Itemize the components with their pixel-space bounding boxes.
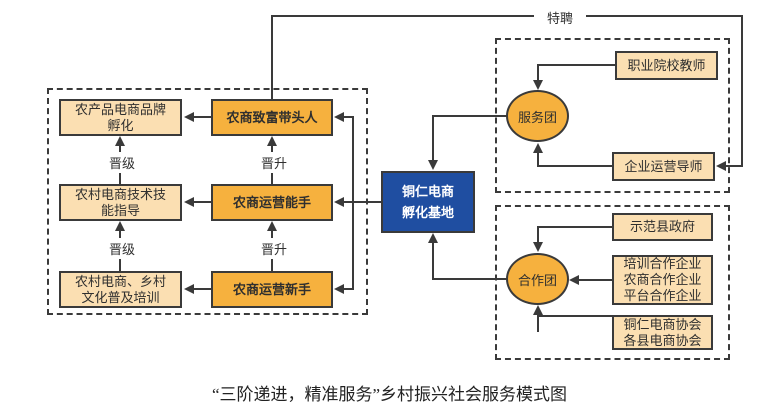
arrow-left-icon (569, 275, 579, 285)
connector-line (537, 315, 539, 332)
connector-line (537, 64, 539, 81)
node-stage-expert: 农商运营能手 (211, 184, 333, 221)
node-culture-training: 农村电商、乡村 文化普及培训 (59, 271, 182, 308)
node-stage-leader: 农商致富带头人 (211, 99, 333, 136)
hub-coop-team: 合作团 (506, 253, 569, 305)
connector-line (578, 279, 612, 281)
arrow-left-icon (184, 112, 194, 122)
hub-service-team: 服务团 (506, 90, 569, 142)
arrow-up-icon (267, 221, 277, 231)
node-enterprise-mentors: 企业运营导师 (612, 152, 715, 181)
arrow-left-icon (716, 161, 726, 171)
special-hire-label: 特聘 (534, 7, 586, 28)
node-stage-novice: 农商运营新手 (211, 271, 333, 308)
connector-line (432, 278, 508, 280)
arrow-down-icon (533, 242, 543, 252)
connector-line (433, 115, 507, 117)
arrow-left-icon (184, 197, 194, 207)
connector-line (344, 201, 382, 203)
arrow-up-icon (533, 305, 543, 315)
node-partner-enterprises: 培训合作企业 农商合作企业 平台合作企业 (612, 255, 713, 305)
arrow-left-icon (334, 284, 344, 294)
connector-line (537, 315, 612, 317)
connector-line (193, 116, 211, 118)
figure-caption: “三阶递进，精准服务”乡村振兴社会服务模式图 (211, 385, 568, 404)
arrow-up-icon (428, 233, 438, 243)
arrow-up-icon (533, 143, 543, 153)
connector-line (432, 115, 434, 161)
node-tech-skill-guidance: 农村电商技术技 能指导 (59, 184, 182, 221)
arrow-up-icon (115, 221, 125, 231)
arrow-up-icon (115, 136, 125, 146)
connector-line (344, 288, 354, 290)
arrow-left-icon (334, 197, 344, 207)
promotion-label: 晋升 (247, 152, 301, 173)
arrow-left-icon (334, 112, 344, 122)
special-hire-line (741, 15, 743, 167)
special-hire-line (271, 16, 273, 99)
connector-line (537, 165, 612, 167)
connector-line (537, 226, 612, 228)
connector-line (537, 153, 539, 166)
promotion-label: 晋级 (95, 238, 149, 259)
arrow-down-icon (428, 160, 438, 170)
coop-group-frame (495, 205, 730, 360)
connector-line (537, 64, 615, 66)
connector-line (344, 116, 354, 118)
node-vocational-teachers: 职业院校教师 (615, 51, 718, 80)
connector-line (193, 288, 211, 290)
promotion-label: 晋级 (95, 152, 149, 173)
arrow-up-icon (267, 136, 277, 146)
arrow-left-icon (184, 284, 194, 294)
promotion-label: 晋升 (247, 238, 301, 259)
node-incubation-base: 铜仁电商 孵化基地 (381, 171, 475, 233)
connector-line (193, 201, 211, 203)
node-brand-incubation: 农产品电商品牌 孵化 (59, 99, 182, 136)
connector-line (432, 243, 434, 280)
special-hire-line (271, 15, 743, 17)
connector-line (537, 226, 539, 243)
node-ecommerce-associations: 铜仁电商协会 各县电商协会 (612, 315, 713, 350)
node-demo-county-gov: 示范县政府 (612, 213, 713, 241)
arrow-down-icon (533, 80, 543, 90)
special-hire-line (726, 165, 743, 167)
